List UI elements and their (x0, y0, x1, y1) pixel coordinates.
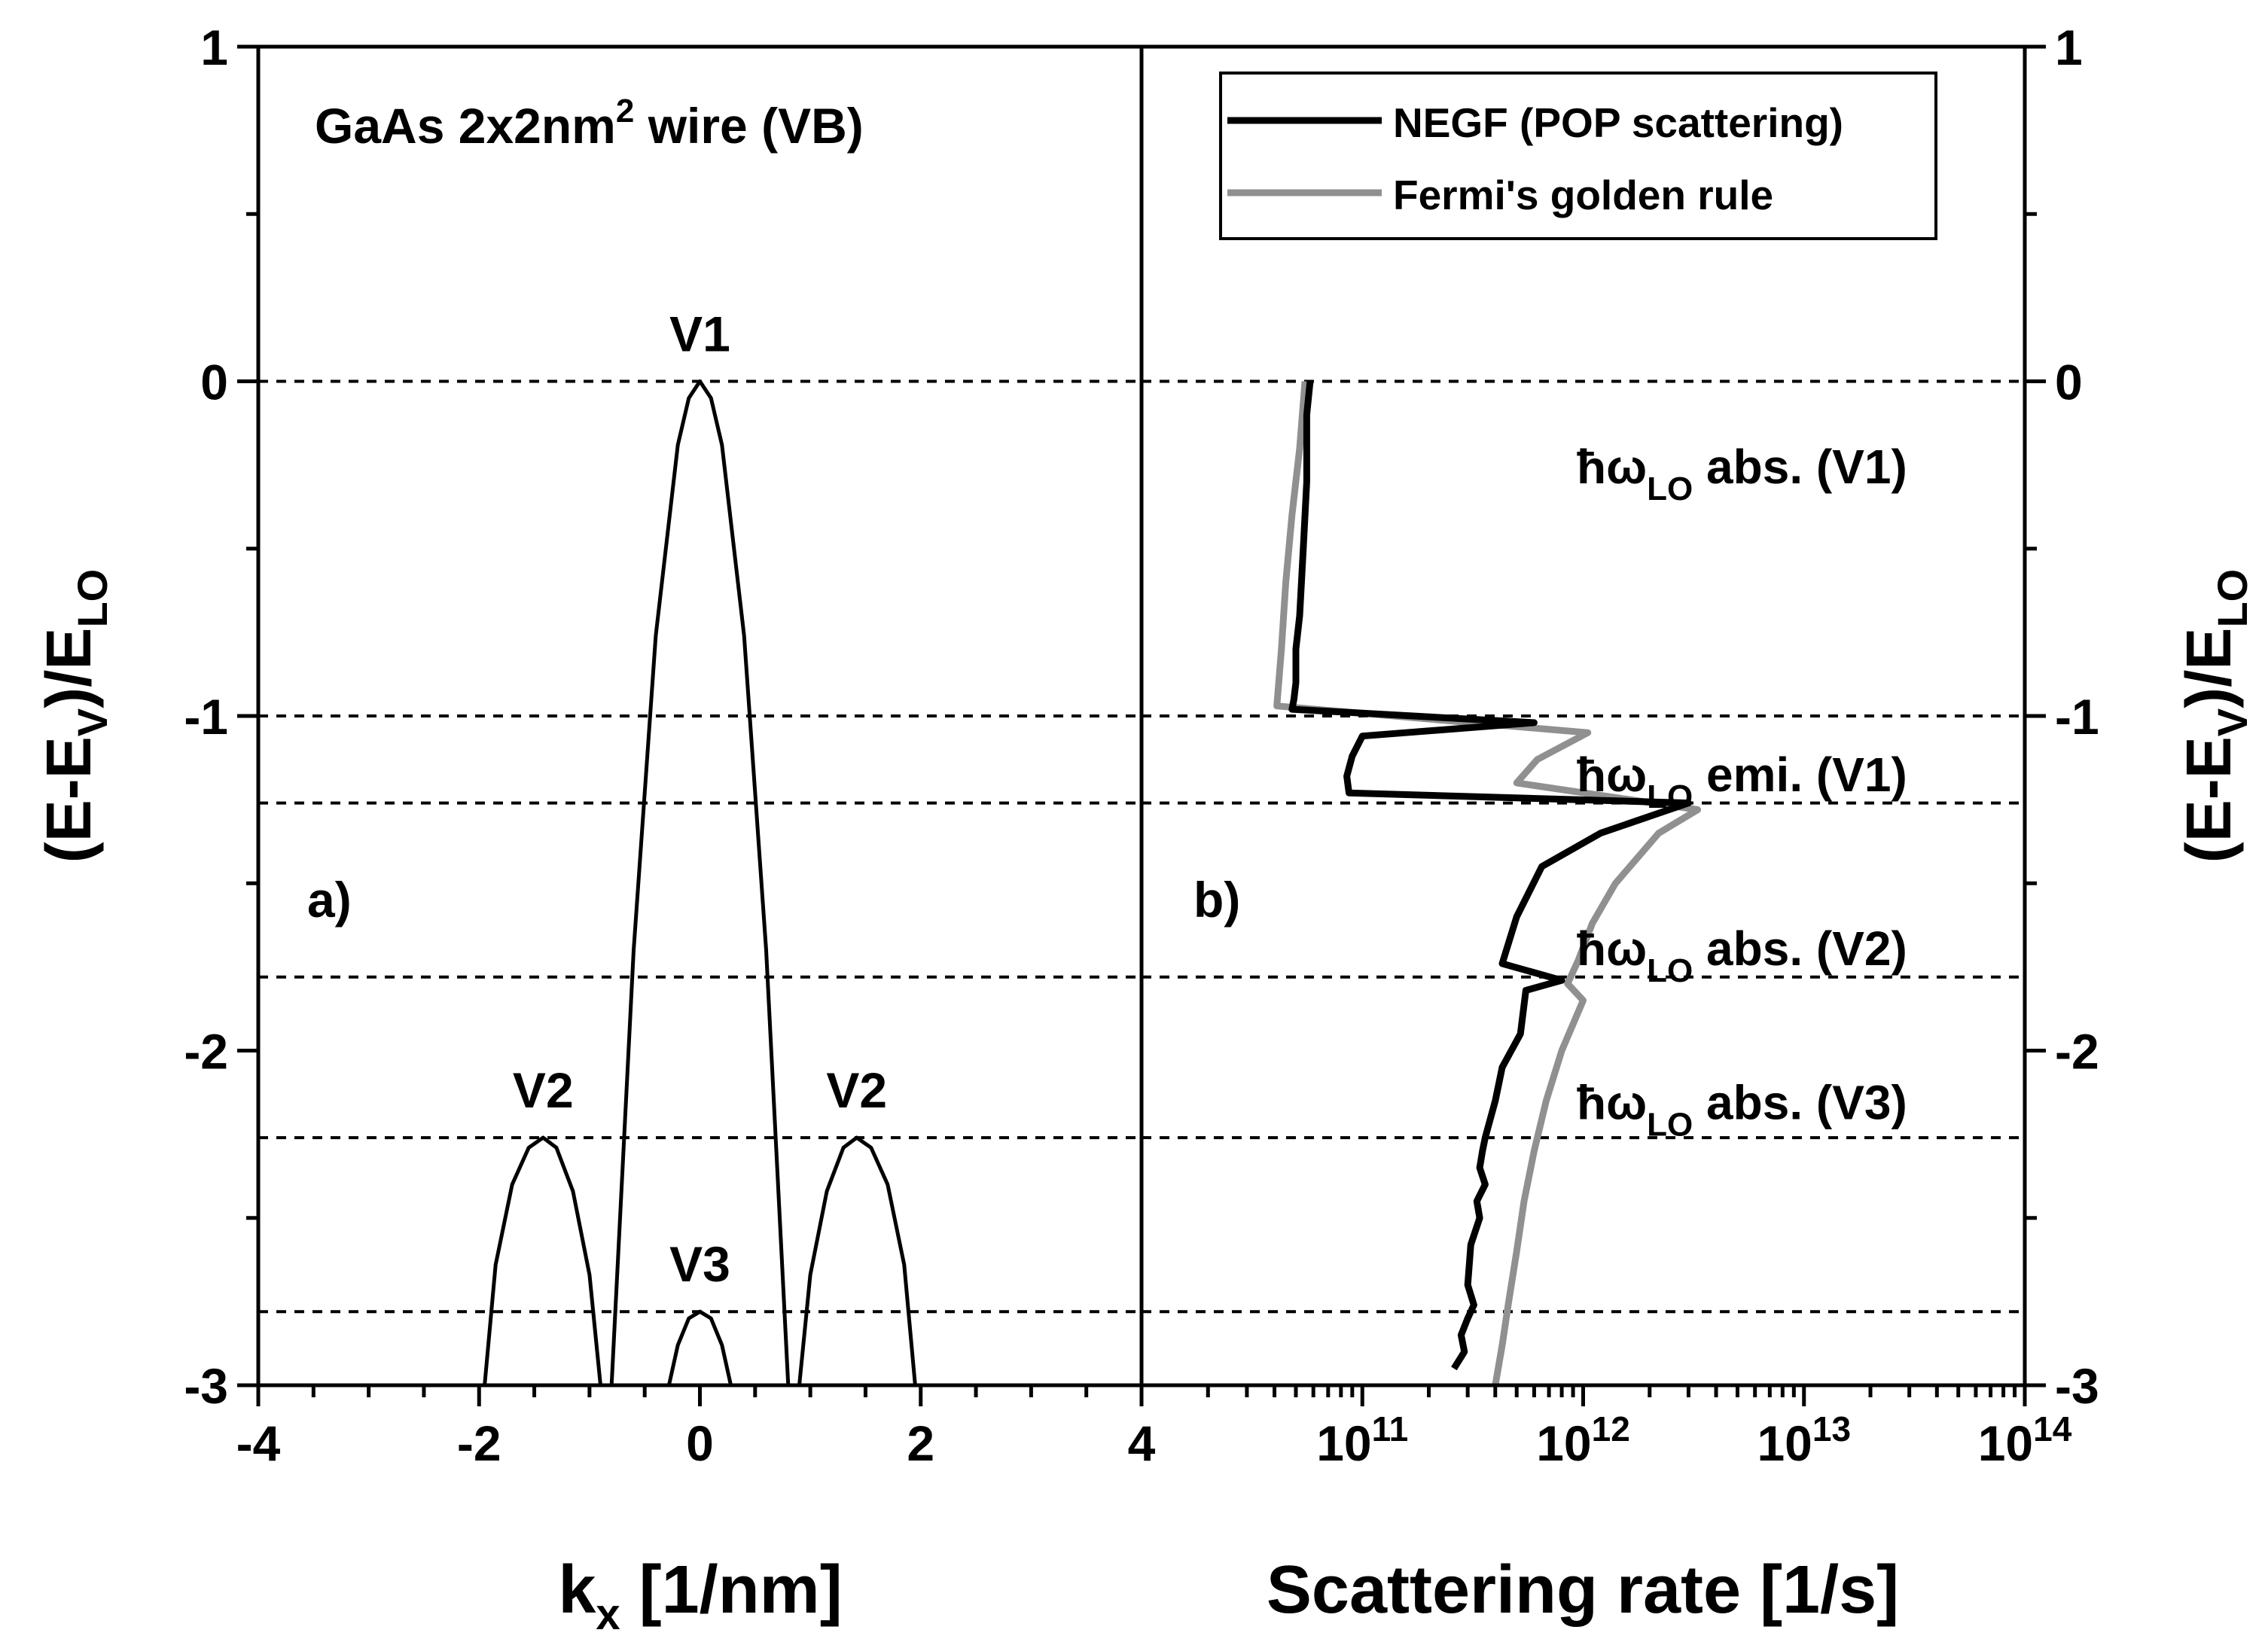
panel-b-label: b) (1193, 872, 1240, 928)
x-tick-label-b: 1011 (1316, 1409, 1408, 1471)
legend-box (1219, 72, 1937, 240)
band-label-v2: V2 (513, 1062, 574, 1118)
y-tick-label-left: 1 (200, 20, 228, 75)
band-curve-2 (797, 1135, 917, 1386)
phonon-annotation-0: ħωLO abs. (V1) (1577, 440, 1907, 507)
x-tick-label-a: -4 (236, 1415, 281, 1471)
y-tick-label-left: -3 (184, 1358, 228, 1414)
phonon-annotation-3: ħωLO abs. (V3) (1577, 1076, 1907, 1144)
band-curve-3 (666, 1309, 733, 1386)
y-tick-label-right: -1 (2055, 689, 2099, 745)
phonon-annotations: ħωLO abs. (V1) ħωLO emi. (V1) ħωLO abs. (V… (1577, 440, 1907, 1144)
y-tick-label-left: 0 (200, 355, 228, 410)
y-tick-label-left: -1 (184, 689, 228, 745)
panel-a-bands (483, 379, 917, 1386)
panel-b-rates (1273, 381, 1702, 1386)
x-tick-label-a: -2 (457, 1415, 501, 1471)
band-label-v1: V1 (669, 306, 730, 362)
phonon-annotation-1: ħωLO emi. (V1) (1577, 748, 1907, 815)
band-curve-0 (609, 379, 791, 1386)
x-tick-label-a: 0 (686, 1415, 714, 1471)
y-tick-label-right: 1 (2055, 20, 2083, 75)
band-curve-1 (483, 1135, 602, 1386)
x-tick-label-b: 1014 (1978, 1409, 2072, 1471)
x-tick-label-a: 2 (907, 1415, 934, 1471)
y-tick-label-right: 0 (2055, 355, 2083, 410)
x-tick-label-a: 4 (1128, 1415, 1156, 1471)
panel-a-label: a) (307, 872, 352, 928)
legend-label-fermi: Fermi's golden rule (1393, 172, 1773, 218)
y-tick-label-left: -2 (184, 1024, 228, 1080)
x-tick-label-b: 1013 (1757, 1409, 1851, 1471)
left-y-axis-label: (E-EV)/ELO (33, 569, 116, 863)
band-label-v2: V2 (826, 1062, 887, 1118)
panel-a-x-axis-label: kx [1/nm] (558, 1552, 842, 1639)
axis-tick-labels: -3 -2 -1 0 1 -3 -2 -1 0 1 -4 -2 0 2 4 1011 1012 1013 1014 (184, 20, 2099, 1471)
negf-rate-line (1288, 381, 1692, 1371)
legend-label-negf: NEGF (POP scattering) (1393, 99, 1843, 146)
x-tick-label-b: 1012 (1536, 1409, 1630, 1471)
panel-b-x-axis-label: Scattering rate [1/s] (1267, 1552, 1899, 1628)
band-label-v3: V3 (669, 1236, 730, 1292)
axis-ticks (237, 44, 2046, 1406)
right-y-axis-label: (E-EV)/ELO (2173, 569, 2256, 863)
phonon-annotation-2: ħωLO abs. (V2) (1577, 921, 1907, 989)
y-tick-label-right: -3 (2055, 1358, 2099, 1414)
y-tick-label-right: -2 (2055, 1024, 2099, 1080)
fermi-rate-line (1273, 381, 1702, 1386)
panel-a-title: GaAs 2x2nm2 wire (VB) (315, 93, 864, 154)
legend: NEGF (POP scattering) Fermi's golden rul… (1219, 72, 1937, 240)
